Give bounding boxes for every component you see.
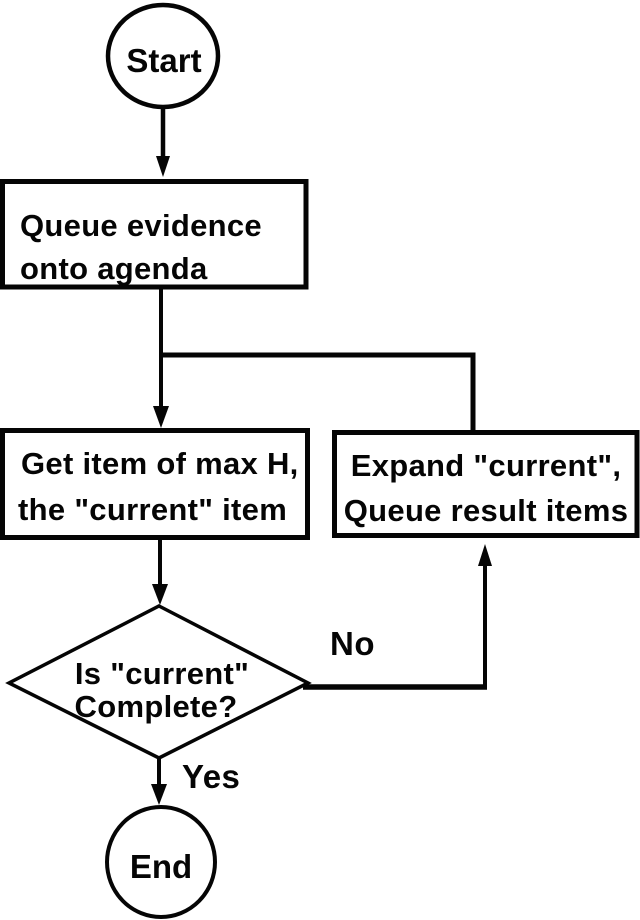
- expand-current-line-1: Expand "current",: [351, 448, 622, 483]
- process-queue-evidence: [0, 179, 309, 290]
- end-label: End: [130, 848, 192, 885]
- end-node: [105, 805, 217, 919]
- start-node: [105, 2, 221, 110]
- arrowhead-start-to-queue: [156, 156, 170, 177]
- is-complete-line-2: Complete?: [75, 689, 238, 724]
- is-complete-line-1: Is "current": [75, 656, 249, 691]
- get-item-line-2: the "current" item: [18, 492, 287, 527]
- queue-evidence-line-2: onto agenda: [20, 251, 208, 286]
- edge-feedback-expand-to-get: [159, 352, 476, 432]
- arrowhead-queue-to-get: [153, 406, 169, 428]
- process-expand-current: [332, 430, 640, 538]
- arrowhead-get-to-decision: [152, 584, 168, 605]
- queue-evidence-line-1: Queue evidence: [20, 208, 262, 243]
- get-item-line-1: Get item of max H,: [21, 446, 299, 481]
- start-label: Start: [126, 42, 201, 79]
- process-get-item: [0, 428, 310, 540]
- decision-is-complete: [5, 604, 312, 760]
- no-label: No: [330, 625, 375, 662]
- arrowhead-no-to-expand: [478, 544, 492, 566]
- arrowhead-decision-to-end: [151, 784, 167, 805]
- expand-current-line-2: Queue result items: [344, 493, 629, 528]
- yes-label: Yes: [182, 758, 240, 795]
